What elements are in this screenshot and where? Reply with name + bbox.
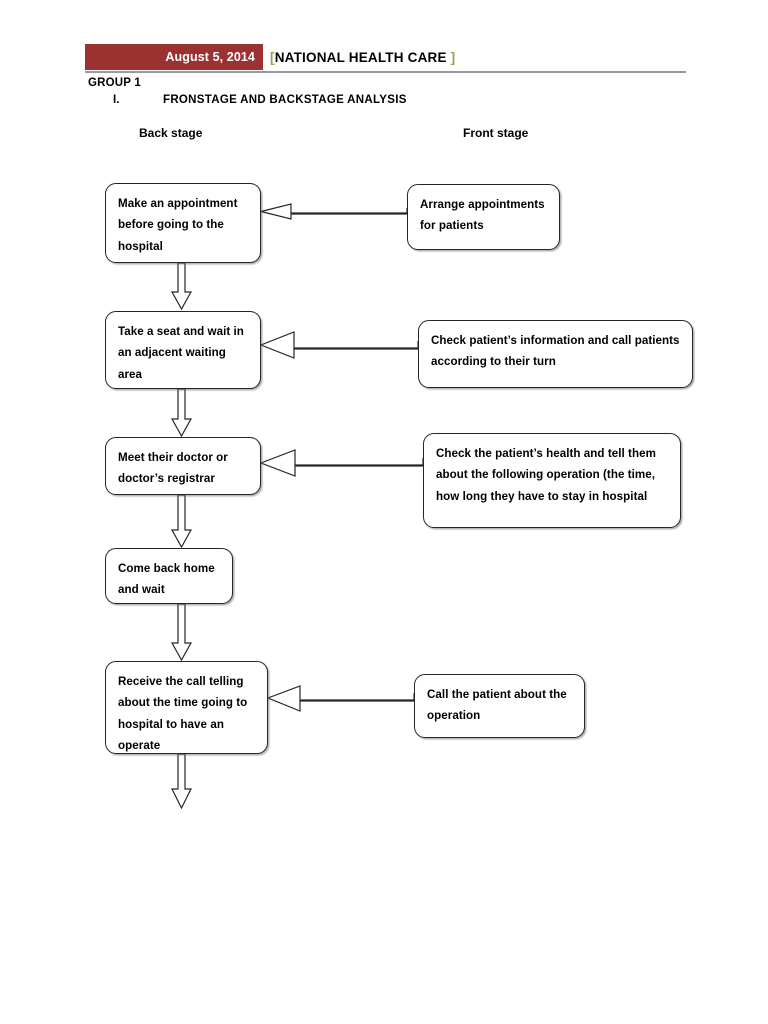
bracket-open-icon: [	[270, 50, 275, 65]
header-title-text: NATIONAL HEALTH CARE	[274, 50, 447, 65]
back-stage-step-5[interactable]: Receive the call telling about the time …	[105, 661, 268, 754]
header-divider	[85, 71, 686, 73]
front-stage-step-1[interactable]: Arrange appointments for patients	[407, 184, 560, 250]
front-stage-step-3[interactable]: Check the patient’s health and tell them…	[423, 433, 681, 528]
front-stage-step-2[interactable]: Check patient’s information and call pat…	[418, 320, 693, 388]
arrow-r3-to-l3	[259, 449, 424, 477]
back-stage-step-2[interactable]: Take a seat and wait in an adjacent wait…	[105, 311, 261, 389]
back-stage-step-1[interactable]: Make an appointment before going to the …	[105, 183, 261, 263]
arrow-l5-to-end	[171, 753, 192, 810]
section-number: I.	[113, 94, 120, 106]
back-stage-step-5-label: Receive the call telling about the time …	[118, 675, 248, 753]
header-date: August 5, 2014	[165, 50, 255, 64]
back-stage-step-3-label: Meet their doctor or doctor’s registrar	[118, 451, 228, 486]
arrow-r1-to-l1	[260, 203, 408, 220]
arrow-l1-to-l2	[170, 262, 193, 311]
back-stage-column-label: Back stage	[139, 126, 203, 140]
back-stage-step-3[interactable]: Meet their doctor or doctor’s registrar	[105, 437, 261, 495]
back-stage-step-1-label: Make an appointment before going to the …	[118, 197, 238, 253]
arrow-l2-to-l3	[170, 388, 193, 438]
front-stage-step-2-label: Check patient’s information and call pat…	[431, 334, 680, 369]
front-stage-step-4[interactable]: Call the patient about the operation	[414, 674, 585, 738]
back-stage-step-2-label: Take a seat and wait in an adjacent wait…	[118, 325, 244, 381]
back-stage-step-4-label: Come back home and wait	[118, 562, 215, 597]
group-label: GROUP 1	[88, 77, 141, 89]
arrow-l3-to-l4	[170, 494, 193, 549]
section-heading: FRONSTAGE AND BACKSTAGE ANALYSIS	[163, 94, 407, 106]
header-date-band: August 5, 2014	[85, 44, 263, 70]
arrow-l4-to-l5	[170, 603, 193, 662]
front-stage-column-label: Front stage	[463, 126, 529, 140]
arrow-r2-to-l2	[259, 331, 419, 359]
front-stage-step-1-label: Arrange appointments for patients	[420, 198, 545, 233]
front-stage-step-3-label: Check the patient’s health and tell them…	[436, 447, 656, 503]
bracket-close-icon: ]	[450, 50, 456, 65]
front-stage-step-4-label: Call the patient about the operation	[427, 688, 567, 723]
back-stage-step-4[interactable]: Come back home and wait	[105, 548, 233, 604]
arrow-r5-to-l5	[266, 685, 415, 712]
header-title: [NATIONAL HEALTH CARE ]	[270, 50, 455, 65]
